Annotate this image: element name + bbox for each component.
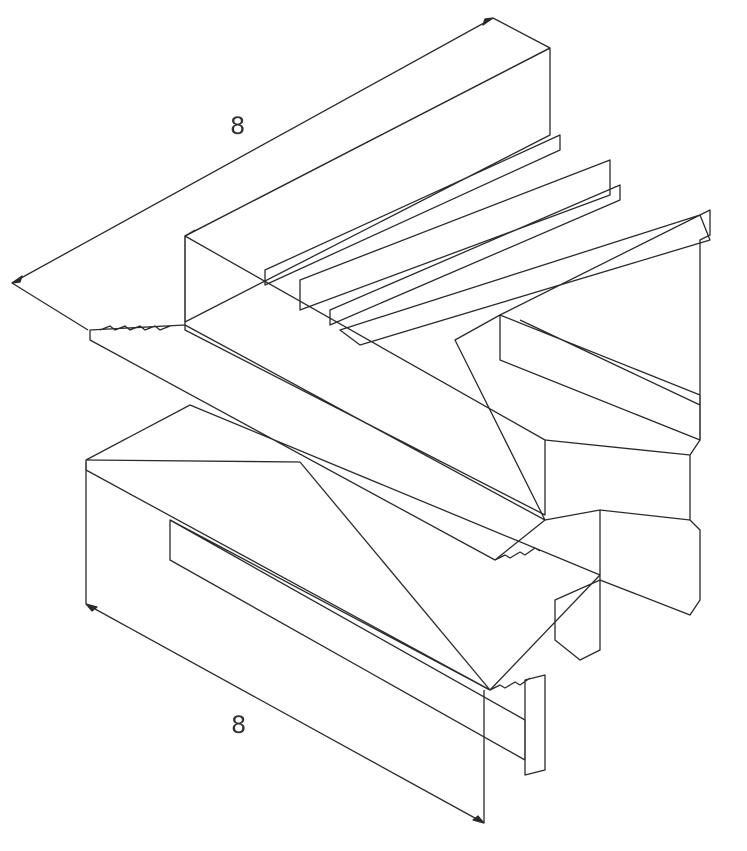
dimension-label-top: 8 [230, 112, 246, 140]
upper-profile [89, 47, 711, 616]
dimension-line-bottom [85, 462, 485, 824]
dimension-line-top [11, 17, 551, 331]
dimension-label-bottom: 8 [231, 711, 247, 739]
lower-profile [85, 404, 601, 776]
